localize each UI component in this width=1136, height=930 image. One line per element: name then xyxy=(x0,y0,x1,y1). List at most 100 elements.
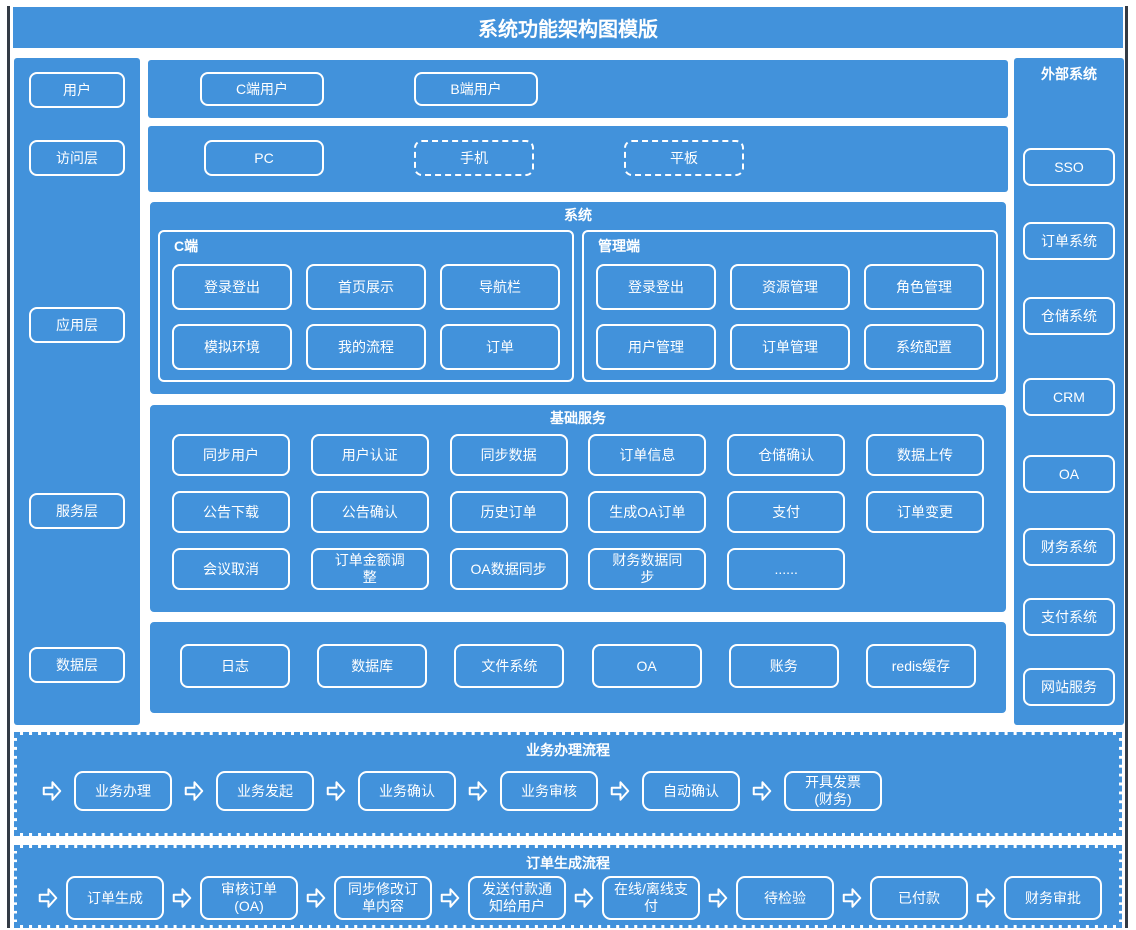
flow-step-node: 发送付款通 知给用户 xyxy=(468,876,566,920)
layer-label-box: 服务层 xyxy=(29,493,125,529)
flow-step-node: 审核订单 (OA) xyxy=(200,876,298,920)
layer-label-box: 数据层 xyxy=(29,647,125,683)
admin-feature-label: 用户管理 xyxy=(628,338,684,355)
service-label: 公告确认 xyxy=(341,503,398,520)
layer-label: 访问层 xyxy=(56,149,98,166)
service-node: 会议取消 xyxy=(172,548,290,590)
canvas-right-edge xyxy=(1125,6,1128,928)
access-row-panel: PC 手机 平板 xyxy=(148,126,1008,192)
flow-step-label: 财务审批 xyxy=(1025,889,1081,906)
external-system-label: OA xyxy=(1058,465,1080,482)
diagram-title: 系统功能架构图模版 xyxy=(13,7,1123,48)
service-node: 财务数据同 步 xyxy=(588,548,707,590)
admin-feature-label: 系统配置 xyxy=(896,338,952,355)
admin-group: 管理端 登录登出 资源管理 角色管理 xyxy=(582,230,998,382)
flow-step: 发送付款通 知给用户 xyxy=(432,876,566,920)
system-panel-label: 系统 xyxy=(564,207,592,223)
service-label: 公告下载 xyxy=(203,503,259,520)
layer-label: 应用层 xyxy=(56,316,98,333)
flow-step-label: 发送付款通 知给用户 xyxy=(482,881,552,914)
flow-arrow-icon xyxy=(42,781,62,801)
service-node: OA数据同步 xyxy=(449,548,568,590)
client-feature-label: 导航栏 xyxy=(479,278,521,295)
data-store-label: 账务 xyxy=(769,657,798,674)
external-system-label: 订单系统 xyxy=(1041,232,1097,249)
flow-step-node: 业务办理 xyxy=(74,771,172,811)
services-panel-label: 基础服务 xyxy=(550,410,606,426)
access-node: 平板 xyxy=(624,140,744,176)
external-system-label: CRM xyxy=(1053,388,1085,405)
system-panel: 系统 C端 登录登出 首页展示 导航栏 xyxy=(148,200,1008,396)
service-label: 支付 xyxy=(772,503,801,520)
service-label: 订单金额调 整 xyxy=(334,552,405,585)
flow-step: 业务审核 xyxy=(456,771,598,811)
data-store-label: redis缓存 xyxy=(891,657,951,674)
data-store-node: OA xyxy=(591,644,702,688)
flow-step: 订单生成 xyxy=(30,876,164,920)
admin-feature-node: 资源管理 xyxy=(730,264,850,310)
service-label: 数据上传 xyxy=(896,446,953,463)
middle-content: C端用户 B端用户 PC 手机 平板 xyxy=(148,58,1008,725)
flow-step: 在线/离线支 付 xyxy=(566,876,700,920)
external-system-node: CRM xyxy=(1023,378,1115,416)
order-process-row: 订单生成 审核订单 (OA) 同步修改订 单内容 xyxy=(17,876,1119,920)
access-label: PC xyxy=(254,149,274,166)
service-node: 支付 xyxy=(727,491,846,533)
service-label: 历史订单 xyxy=(480,503,537,520)
flow-arrow-icon xyxy=(610,781,630,801)
services-grid: 同步用户 用户认证 同步数据 订单信息 仓储确认 xyxy=(150,428,1006,590)
admin-feature-node: 登录登出 xyxy=(596,264,716,310)
external-system-label: SSO xyxy=(1054,158,1084,175)
order-process-section: 订单生成流程 订单生成 审核订单 (OA) xyxy=(14,845,1122,928)
flow-step-label: 订单生成 xyxy=(87,889,143,906)
flow-step-label: 在线/离线支 付 xyxy=(614,881,688,914)
user-row: C端用户 B端用户 xyxy=(148,60,1008,106)
user-type-node: B端用户 xyxy=(414,72,538,106)
access-label: 平板 xyxy=(670,149,698,166)
admin-feature-node: 订单管理 xyxy=(730,324,850,370)
flow-step-node: 自动确认 xyxy=(642,771,740,811)
flow-step-label: 业务办理 xyxy=(95,782,151,799)
canvas-left-edge xyxy=(7,6,10,928)
external-system-label: 网站服务 xyxy=(1041,678,1097,695)
admin-feature-node: 用户管理 xyxy=(596,324,716,370)
client-feature-label: 我的流程 xyxy=(338,338,394,355)
data-store-label: OA xyxy=(636,657,657,674)
external-systems-column: 外部系统 SSO 订单系统 仓储系统 CRM OA 财务系统 xyxy=(1014,58,1124,725)
access-node: 手机 xyxy=(414,140,534,176)
service-node: 历史订单 xyxy=(449,491,568,533)
data-store-label: 数据库 xyxy=(351,657,394,674)
client-feature-node: 模拟环境 xyxy=(172,324,292,370)
user-type-label: B端用户 xyxy=(450,80,502,97)
flow-arrow-icon xyxy=(752,781,772,801)
flow-step: 财务审批 xyxy=(968,876,1102,920)
client-group: C端 登录登出 首页展示 导航栏 xyxy=(158,230,574,382)
external-system-node: 支付系统 xyxy=(1023,598,1115,636)
external-systems-label: 外部系统 xyxy=(1041,66,1097,82)
service-node: 订单变更 xyxy=(865,491,984,533)
flow-step-node: 业务确认 xyxy=(358,771,456,811)
layer-label-box: 用户 xyxy=(29,72,125,108)
flow-step-node: 同步修改订 单内容 xyxy=(334,876,432,920)
data-store-label: 文件系统 xyxy=(481,657,538,674)
external-system-node: OA xyxy=(1023,455,1115,493)
admin-feature-label: 订单管理 xyxy=(762,338,818,355)
data-store-label: 日志 xyxy=(221,657,249,674)
order-process-title: 订单生成流程 xyxy=(526,855,610,871)
business-process-title: 业务办理流程 xyxy=(526,742,610,758)
service-node: 公告下载 xyxy=(172,491,290,533)
admin-feature-node: 角色管理 xyxy=(864,264,984,310)
external-system-node: 仓储系统 xyxy=(1023,297,1115,335)
flow-step-label: 同步修改订 单内容 xyxy=(348,881,418,914)
flow-step-label: 已付款 xyxy=(898,889,940,906)
services-panel: 基础服务 同步用户 用户认证 同步数据 订单信息 xyxy=(148,403,1008,614)
data-store-node: 文件系统 xyxy=(454,644,565,688)
client-feature-node: 我的流程 xyxy=(306,324,426,370)
service-node: 订单金额调 整 xyxy=(310,548,429,590)
flow-arrow-icon xyxy=(306,888,326,908)
admin-feature-node: 系统配置 xyxy=(864,324,984,370)
flow-step: 审核订单 (OA) xyxy=(164,876,298,920)
service-node: ...... xyxy=(727,548,846,590)
business-process-row: 业务办理 业务发起 业务确认 xyxy=(17,771,1119,811)
data-store-node: 账务 xyxy=(728,644,839,688)
